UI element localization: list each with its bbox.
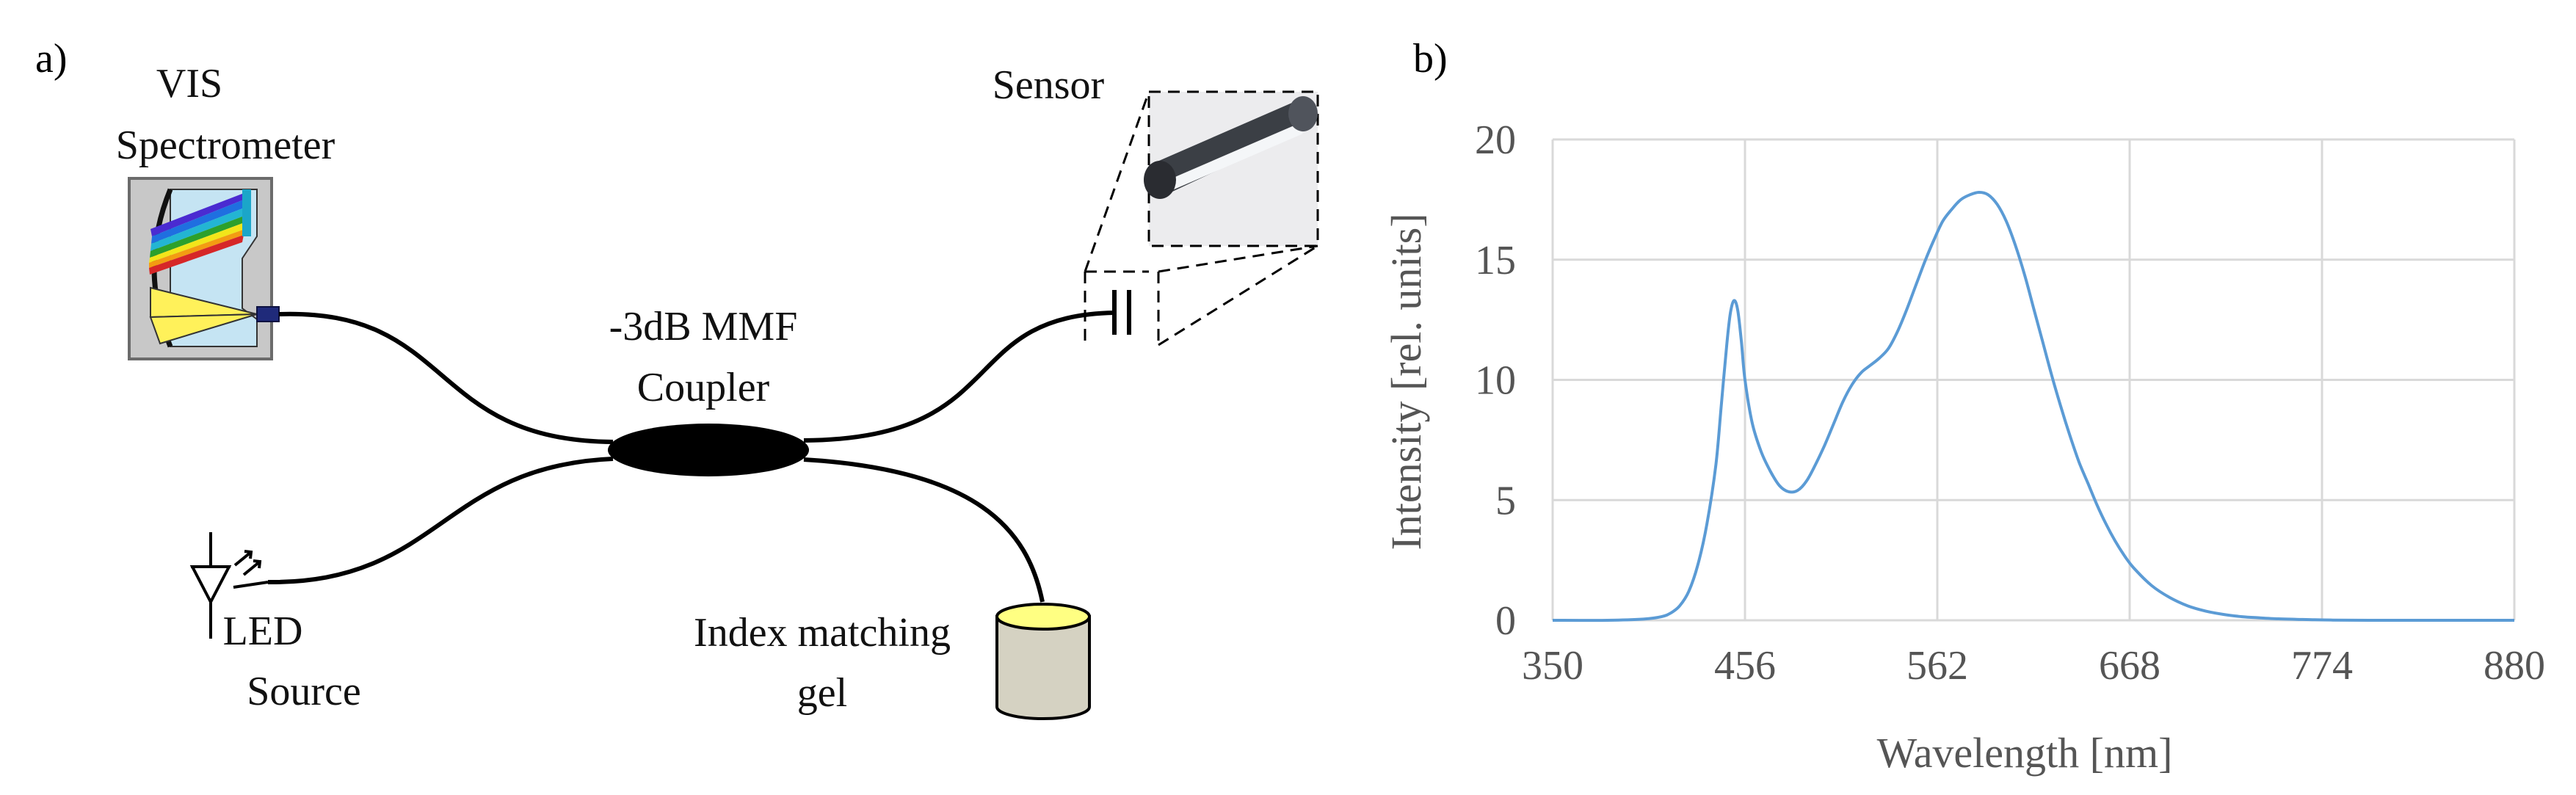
x-tick-label: 668 (2099, 643, 2160, 689)
band-cyan (150, 206, 248, 251)
band-violet (150, 192, 247, 236)
x-tick-label: 350 (1522, 643, 1583, 689)
chart-tick-labels: 0 5 10 15 20 350 456 562 668 774 880 (1475, 117, 2545, 689)
x-tick-label: 880 (2484, 643, 2545, 689)
band-blue (151, 198, 248, 244)
gel-label-line1: Index matching (694, 610, 951, 656)
y-tick-label: 5 (1495, 478, 1516, 523)
sensor-tube-render (1144, 96, 1318, 199)
y-tick-label: 10 (1475, 358, 1516, 404)
gel-label-line2: gel (797, 670, 847, 716)
beam-reflect (149, 313, 258, 345)
spectrometer-label-line1: VIS (156, 61, 222, 106)
y-tick-label: 0 (1495, 598, 1516, 644)
x-tick-label: 562 (1906, 643, 1968, 689)
sensor-connector-icon (1112, 290, 1131, 335)
fiber-gel (803, 457, 1045, 603)
coupler-icon (608, 424, 809, 476)
led-diode-icon (189, 532, 269, 639)
gel-cup-icon (995, 603, 1091, 720)
coupler-label-line1: -3dB MMF (609, 304, 798, 349)
fibers (267, 311, 1115, 603)
y-tick-label: 20 (1475, 117, 1516, 163)
x-tick-label: 456 (1714, 643, 1776, 689)
x-tick-label: 774 (2291, 643, 2353, 689)
panel-a: a) VIS Spectrometer (35, 36, 1319, 720)
spectrometer-icon (128, 177, 280, 360)
led-label-line2: Source (247, 669, 361, 714)
x-axis-title: Wavelength [nm] (1877, 729, 2173, 777)
spectrometer-label-line2: Spectrometer (116, 123, 335, 168)
fiber-spectrometer (278, 311, 614, 444)
coupler-label-line2: Coupler (637, 365, 770, 410)
panel-a-label: a) (35, 36, 68, 81)
spectrometer-port (256, 306, 280, 322)
y-axis-title: Intensity [rel. units] (1382, 213, 1430, 550)
sensor-label: Sensor (993, 62, 1105, 108)
y-tick-label: 15 (1475, 238, 1516, 283)
sensor-zoom-callout: Sensor (993, 62, 1319, 346)
chart-grid (1551, 138, 2516, 622)
band-orange (149, 229, 245, 268)
fiber-led (267, 457, 614, 585)
band-yellow (149, 222, 247, 263)
panel-b-label: b) (1413, 36, 1448, 81)
fiber-sensor (803, 311, 1115, 443)
band-red (149, 235, 244, 275)
spectrometer-detector (242, 189, 251, 236)
band-green (150, 214, 248, 258)
spectrum-line (1552, 191, 2514, 622)
panel-b: b) 0 5 10 15 20 350 456 562 668 774 880 Intensity … (1382, 36, 2545, 777)
led-label-line1: LED (223, 609, 303, 654)
